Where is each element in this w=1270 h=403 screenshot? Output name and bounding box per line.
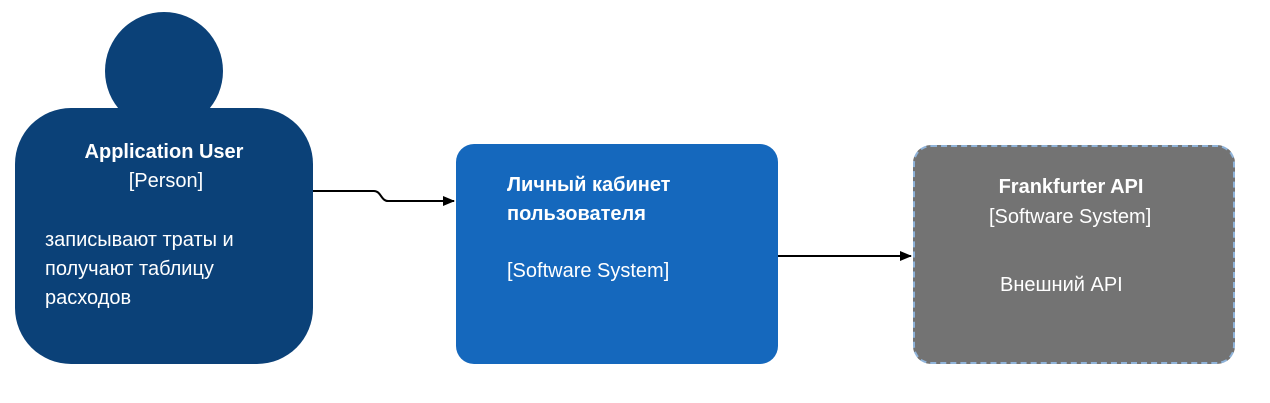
node-application-user[interactable]: Application User [Person] записывают тра… xyxy=(15,108,313,364)
node-type: [Person] xyxy=(128,170,204,192)
node-title: Frankfurter API xyxy=(998,176,1144,198)
node-title: Личный кабинет пользователя xyxy=(507,174,671,225)
node-personal-cabinet[interactable]: Личный кабинет пользователя [Software Sy… xyxy=(456,144,778,364)
node-description: Внешний API xyxy=(1000,274,1123,296)
node-type: [Software System] xyxy=(507,260,670,282)
node-type: [Software System] xyxy=(989,206,1152,228)
node-frankfurter-api[interactable]: Frankfurter API [Software System] Внешни… xyxy=(913,145,1235,364)
node-title: Application User xyxy=(84,141,244,163)
edge-user-to-cabinet[interactable] xyxy=(313,190,455,206)
node-description: записывают траты и получают таблицу расх… xyxy=(45,229,234,309)
